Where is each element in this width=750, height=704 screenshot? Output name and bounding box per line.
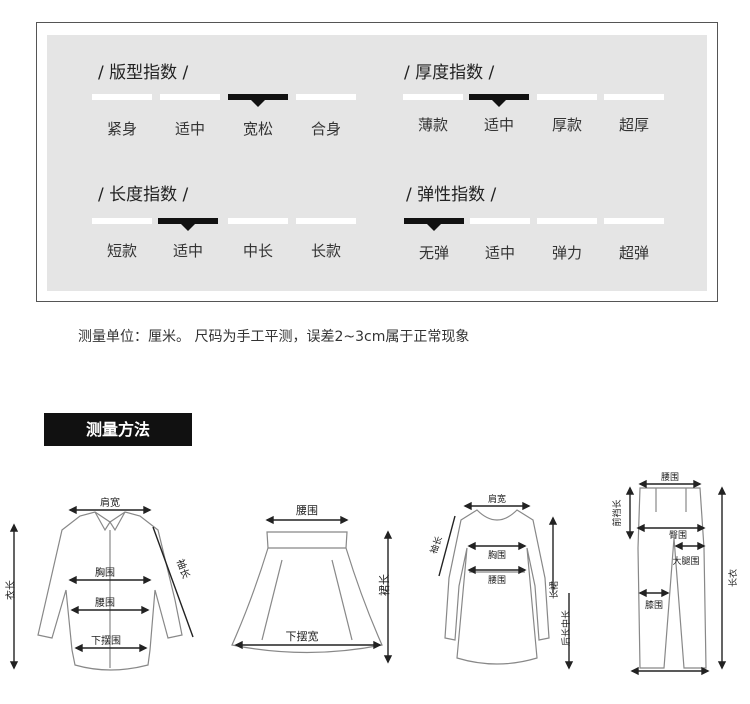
measurement-method-label: 测量方法 [44,413,192,446]
dress-back-length-label: 后长中长 [560,610,572,646]
index-option-label: 短款 [106,242,137,260]
index-bar-selected [228,94,288,107]
shirt-chest-label: 胸围 [95,566,115,579]
index-bar [604,94,664,100]
measurement-note: 测量单位：厘米。 尺码为手工平测，误差2~3cm属于正常现象 [78,329,470,345]
index-bar-selected [469,94,529,107]
shirt-hem-label: 下摆围 [91,634,121,647]
index-bar-selected [158,218,218,231]
dress-diagram: 肩宽 胸围 腰围 袖长 长裙 后长中长 [427,493,574,670]
index-bar [296,94,356,100]
index-option-label: 厚款 [551,116,582,134]
skirt-length-label: 裙长 [378,574,391,596]
shirt-waist-label: 腰围 [95,597,115,609]
index-bar [296,218,356,224]
index-option-label: 中长 [242,242,273,260]
index-option-label: 紧身 [106,120,137,138]
index-bar [92,218,152,224]
index-panel [36,22,718,302]
index-option-label: 适中 [484,244,515,262]
pants-rise-label: 前裆长 [611,499,623,526]
index-bar [470,218,530,224]
index-panel-background [47,35,707,291]
pants-knee-label: 膝围 [645,599,663,611]
index-bar [537,218,597,224]
index-group-title: / 版型指数 / [98,63,189,83]
index-option-label: 适中 [172,242,203,260]
pants-diagram: 腰围 臀围 前裆长 大腿围 膝围 长衣 [611,472,739,676]
index-option-label: 弹力 [551,244,582,262]
dress-sleeve-label: 袖长 [427,534,444,555]
index-group-title: / 厚度指数 / [404,63,495,83]
index-bar [92,94,152,100]
index-bar [160,94,220,100]
index-option-label: 合身 [310,120,341,138]
dress-length-label: 长裙 [548,581,560,599]
index-option-label: 超厚 [618,116,649,134]
skirt-hem-label: 下摆宽 [286,629,319,643]
index-option-label: 超弹 [618,244,649,262]
index-option-label: 长款 [310,242,341,260]
dress-waist-label: 腰围 [488,575,506,586]
skirt-diagram: 腰围 下摆宽 裙长 [231,504,393,664]
skirt-waist-label: 腰围 [296,504,318,517]
index-group-title: / 长度指数 / [98,185,189,205]
shirt-diagram: 肩宽 胸围 腰围 下摆围 袖长 衣长 [4,496,194,671]
pants-waist-label: 腰围 [661,472,679,483]
dress-shoulder-label: 肩宽 [488,493,506,505]
index-option-label: 适中 [483,116,514,134]
index-bar [537,94,597,100]
index-option-label: 宽松 [242,120,273,138]
index-bar [604,218,664,224]
index-bar [228,218,288,224]
shirt-sleeve-label: 袖长 [174,557,193,580]
index-bar [403,94,463,100]
pants-hip-label: 臀围 [669,530,687,541]
shirt-shoulder-label: 肩宽 [100,496,120,509]
index-group-title: / 弹性指数 / [406,185,497,205]
pants-length-label: 长衣 [727,569,739,587]
index-option-label: 薄款 [417,116,448,134]
dress-chest-label: 胸围 [488,549,506,561]
index-option-label: 适中 [174,120,205,138]
pants-thigh-label: 大腿围 [672,555,699,567]
shirt-length-label: 衣长 [4,580,17,600]
index-bar-selected [404,218,464,231]
index-option-label: 无弹 [418,244,449,262]
